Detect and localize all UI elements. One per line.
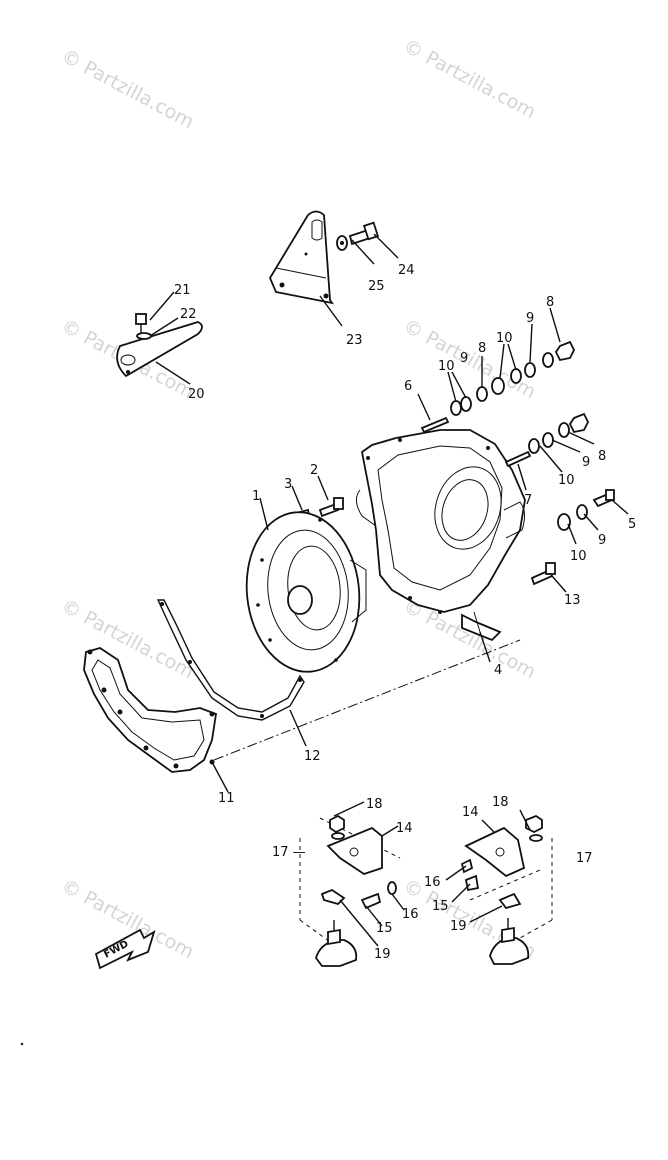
stud-7	[504, 450, 532, 468]
bolt-24	[348, 221, 380, 246]
callout-18: 18	[492, 795, 509, 810]
engine-mount-right	[460, 814, 553, 965]
bolt-2	[318, 497, 344, 518]
callout-20: 20	[188, 387, 205, 402]
callout-16: 16	[402, 907, 419, 922]
callout-21: 21	[174, 283, 191, 298]
callout-10: 10	[496, 331, 513, 346]
callout-24: 24	[398, 263, 415, 278]
callout-19: 19	[450, 919, 467, 934]
stud-6	[420, 416, 450, 434]
callout-9: 9	[460, 351, 468, 366]
callout-12: 12	[304, 749, 321, 764]
callout-1: 1	[252, 489, 260, 504]
callout-10: 10	[438, 359, 455, 374]
callout-3: 3	[284, 477, 292, 492]
callout-23: 23	[346, 333, 363, 348]
cover-plate-11	[83, 647, 218, 773]
flywheel-housing-4	[356, 429, 526, 642]
callout-22: 22	[180, 307, 197, 322]
stray-mark	[20, 1042, 24, 1046]
callout-9: 9	[526, 311, 534, 326]
callout-4: 4	[494, 663, 502, 678]
callout-13: 13	[564, 593, 581, 608]
callout-15: 15	[376, 921, 393, 936]
callout-10: 10	[570, 549, 587, 564]
bolt-21	[135, 313, 147, 335]
callout-7: 7	[524, 493, 532, 508]
callout-8: 8	[478, 341, 486, 356]
callout-14: 14	[396, 821, 413, 836]
callout-18: 18	[366, 797, 383, 812]
callout-5: 5	[628, 517, 636, 532]
washer-22	[136, 332, 152, 340]
callout-10: 10	[558, 473, 575, 488]
washer-25	[336, 235, 348, 251]
callout-9: 9	[582, 455, 590, 470]
callout-17: 17	[576, 851, 593, 866]
fastener-stack-upper	[450, 340, 576, 416]
callout-11: 11	[218, 791, 235, 806]
callout-9: 9	[598, 533, 606, 548]
callout-16: 16	[424, 875, 441, 890]
callout-25: 25	[368, 279, 385, 294]
fastener-stack-right	[528, 412, 590, 454]
watermark-text: © Partzilla.com	[58, 45, 198, 133]
leader-lines	[149, 233, 629, 947]
callout-2: 2	[310, 463, 318, 478]
callout-6: 6	[404, 379, 412, 394]
bolt-13	[530, 562, 556, 586]
callout-labels: 1 2 3 4 5 6 7 8 8 8 9 9 9 9 10 10 10 10 …	[174, 263, 636, 962]
watermark-text: © Partzilla.com	[400, 595, 540, 683]
plate-20	[116, 321, 203, 378]
callout-8: 8	[598, 449, 606, 464]
callout-8: 8	[546, 295, 554, 310]
drive-coupling-1	[245, 511, 367, 673]
watermark-text: © Partzilla.com	[400, 35, 540, 123]
mount-bracket-23	[268, 210, 334, 305]
engine-mount-left	[299, 814, 401, 967]
gasket-12	[156, 599, 305, 721]
callout-19: 19	[374, 947, 391, 962]
callout-14: 14	[462, 805, 479, 820]
fastener-stack-lower	[557, 489, 615, 531]
watermark-text: © Partzilla.com	[400, 315, 540, 403]
callout-15: 15	[432, 899, 449, 914]
callout-17: 17 —	[272, 845, 306, 860]
